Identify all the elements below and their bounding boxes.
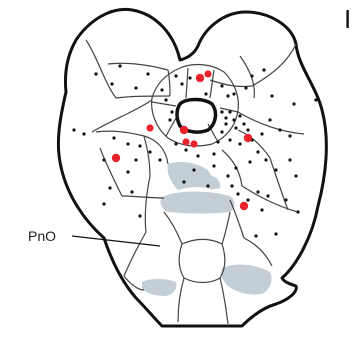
pno-pointer-line bbox=[72, 236, 160, 246]
panel-letter: I bbox=[344, 4, 351, 35]
shaded-regions bbox=[142, 162, 272, 296]
pno-region-label: PnO bbox=[28, 228, 56, 244]
